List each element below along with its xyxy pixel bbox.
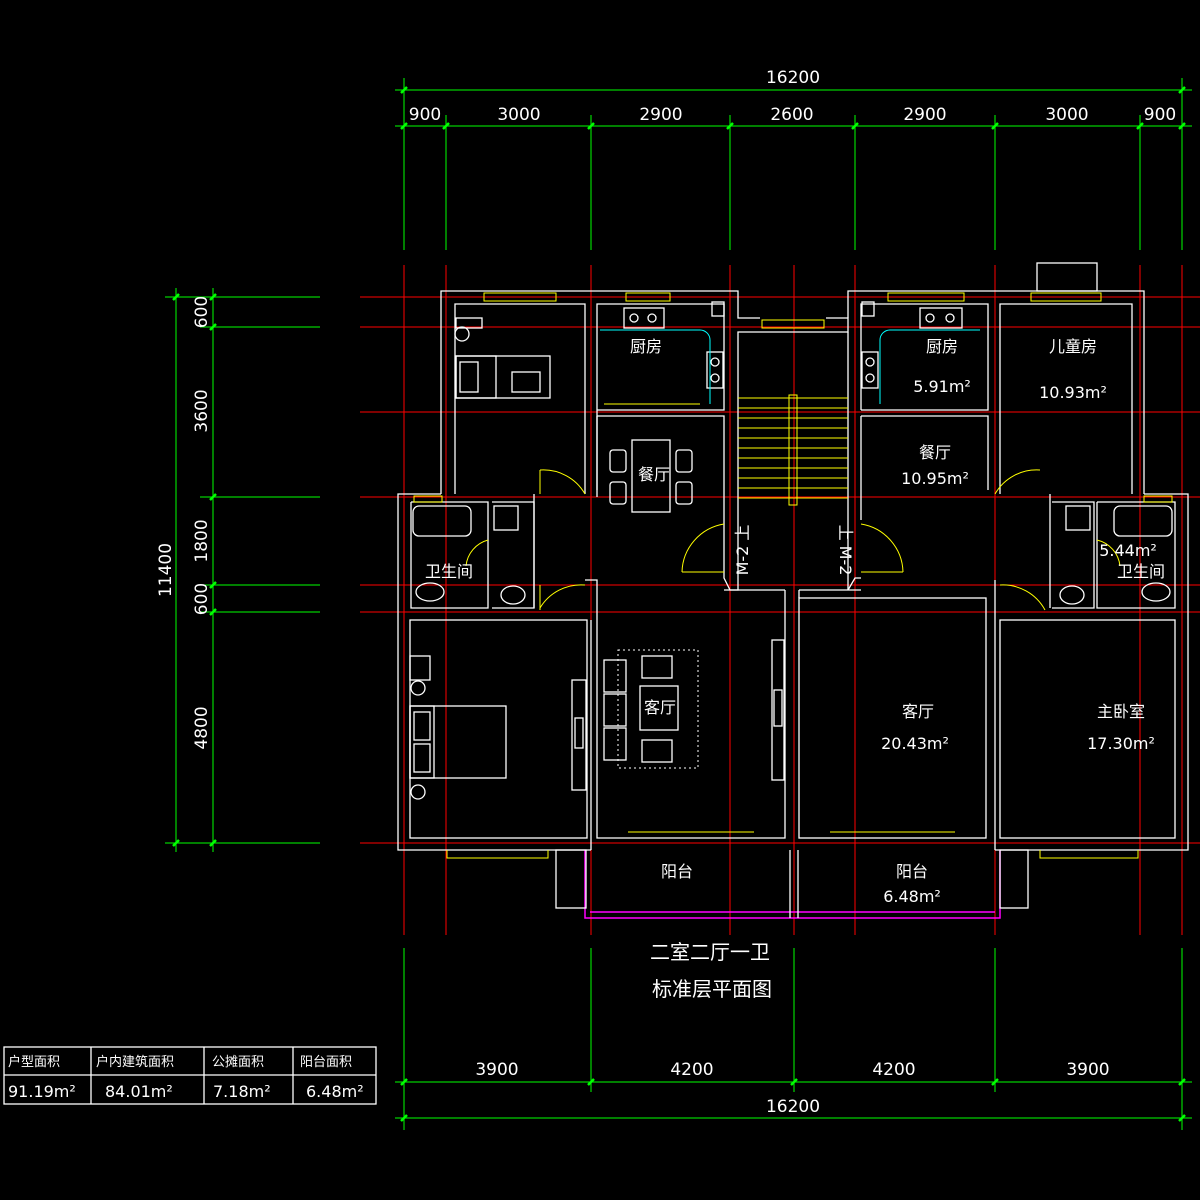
furniture	[409, 301, 1173, 800]
bath-right-area: 5.44m²	[1099, 541, 1157, 560]
left-dim-4: 600	[192, 583, 212, 615]
kids-room-label: 儿童房	[1049, 337, 1097, 356]
drawing-title: 二室二厅一卫 标准层平面图	[650, 940, 772, 1001]
bottom-total-dimension: 16200	[766, 1097, 820, 1117]
bath-left-label: 卫生间	[425, 562, 473, 581]
top-dim-4: 2600	[770, 105, 813, 125]
dining-right-area: 10.95m²	[901, 469, 969, 488]
living-right-label: 客厅	[902, 702, 934, 721]
table-value-4: 6.48m²	[306, 1082, 364, 1101]
kids-room-area: 10.93m²	[1039, 383, 1107, 402]
table-value-3: 7.18m²	[213, 1082, 271, 1101]
top-total-dimension: 16200	[766, 68, 820, 88]
top-dim-2: 3000	[497, 105, 540, 125]
staircase: M-2 上 上 M-2	[681, 397, 904, 576]
windows	[413, 292, 1173, 859]
master-bedroom-area: 17.30m²	[1087, 734, 1155, 753]
bath-right-label: 卫生间	[1117, 562, 1165, 581]
top-dim-1: 900	[409, 105, 441, 125]
walls	[397, 262, 1189, 851]
room-labels: 厨房 厨房 5.91m² 儿童房 10.93m² 餐厅 餐厅 10.95m² 卫…	[425, 337, 1165, 906]
left-dim-3: 1800	[192, 519, 212, 562]
table-value-2: 84.01m²	[105, 1082, 173, 1101]
table-header-2: 户内建筑面积	[96, 1054, 174, 1070]
kitchen-right-area: 5.91m²	[913, 377, 971, 396]
axis-grid	[360, 265, 1200, 935]
bottom-dim-4: 3900	[1066, 1060, 1109, 1080]
bottom-dim-1: 3900	[475, 1060, 518, 1080]
left-dim-2: 3600	[192, 389, 212, 432]
bottom-dim-3: 4200	[872, 1060, 915, 1080]
doors	[465, 469, 1121, 611]
bottom-dimension: 3900 4200 4200 3900 16200	[395, 948, 1192, 1130]
balcony-right-label: 阳台	[896, 862, 928, 881]
living-right-area: 20.43m²	[881, 734, 949, 753]
top-dim-3: 2900	[639, 105, 682, 125]
title-line-1: 二室二厅一卫	[650, 940, 770, 964]
left-dimension: 11400 600 3600 1800 600 4800	[156, 288, 320, 852]
left-total-dimension: 11400	[156, 543, 176, 597]
master-bedroom-label: 主卧室	[1097, 702, 1145, 721]
table-value-1: 91.19m²	[8, 1082, 76, 1101]
area-table: 户型面积 户内建筑面积 公摊面积 阳台面积 91.19m² 84.01m² 7.…	[3, 1046, 377, 1105]
dining-right-label: 餐厅	[919, 443, 951, 462]
dining-left-label: 餐厅	[638, 465, 670, 484]
top-dimension: 16200 900 3000 2900 2600 2900 3000 900	[395, 68, 1192, 250]
stair-left-label: M-2 上	[733, 525, 752, 576]
left-dim-5: 4800	[192, 706, 212, 749]
top-dim-5: 2900	[903, 105, 946, 125]
table-header-4: 阳台面积	[300, 1055, 352, 1070]
living-left-label: 客厅	[644, 698, 676, 717]
kitchen-right-label: 厨房	[926, 337, 958, 356]
balcony-left-label: 阳台	[661, 862, 693, 881]
top-dim-7: 900	[1144, 105, 1176, 125]
kitchen-left-label: 厨房	[630, 337, 662, 356]
balcony	[555, 849, 1029, 919]
left-dim-1: 600	[192, 296, 212, 328]
stair-right-label: 上 M-2	[836, 525, 855, 576]
table-header-1: 户型面积	[8, 1054, 60, 1070]
title-line-2: 标准层平面图	[652, 977, 772, 1001]
table-header-3: 公摊面积	[212, 1055, 264, 1070]
balcony-right-area: 6.48m²	[883, 887, 941, 906]
top-dim-6: 3000	[1045, 105, 1088, 125]
bottom-dim-2: 4200	[670, 1060, 713, 1080]
